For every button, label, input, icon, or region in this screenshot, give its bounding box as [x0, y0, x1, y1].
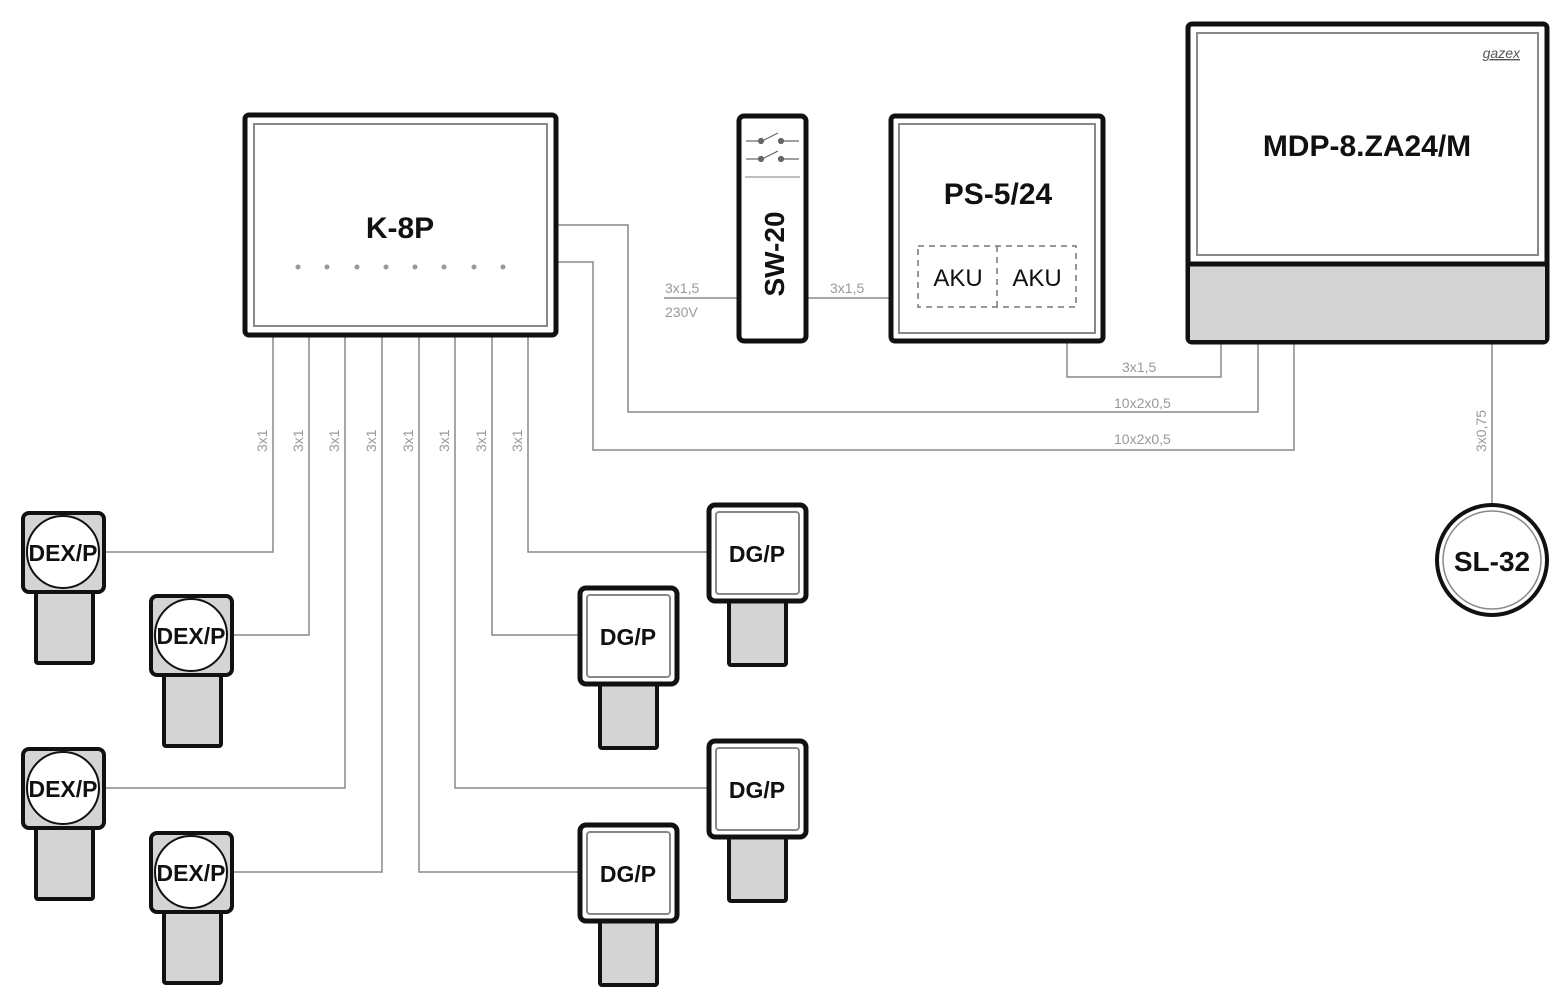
mdp-module: MDP-8.ZA24/M gazex — [1185, 21, 1550, 345]
dg-label: DG/P — [729, 541, 785, 567]
cable-label: 3x1 — [400, 429, 416, 452]
wire-k8p-mdp-a — [556, 224, 1259, 413]
k8p-label: K-8P — [366, 212, 434, 245]
k8p-module: K-8P — [242, 112, 559, 338]
cable-label: 3x1 — [473, 429, 489, 452]
wire-k8p-dg1 — [527, 336, 709, 553]
cable-label: 3x1 — [326, 429, 342, 452]
wire-k8p-mdp-b — [556, 261, 1295, 451]
sl32-signaller: SL-32 — [1435, 503, 1549, 617]
ps524-power-supply: PS-5/24 AKU AKU — [888, 113, 1106, 344]
cable-label-k8p-mdp-b: 10x2x0,5 — [1114, 431, 1171, 447]
cable-label: 3x1 — [254, 429, 270, 452]
wire-k8p-dg4 — [418, 336, 580, 873]
brand-logo: gazex — [1483, 45, 1521, 61]
ps524-label: PS-5/24 — [944, 178, 1053, 211]
k8p-indicator-dots — [295, 264, 506, 270]
sw20-label: SW-20 — [759, 211, 790, 296]
switch-icon — [746, 132, 799, 163]
cable-label-ps-mdp: 3x1,5 — [1122, 359, 1156, 375]
wire-k8p-dex3 — [104, 336, 346, 789]
sensor-dex-4: DEX/P — [149, 831, 234, 985]
wires — [104, 224, 1493, 873]
battery-label-2: AKU — [1012, 265, 1061, 292]
sl32-label: SL-32 — [1454, 546, 1530, 577]
sensor-dex-1: DEX/P — [21, 511, 106, 665]
cable-label-k8p-mdp-a: 10x2x0,5 — [1114, 395, 1171, 411]
cable-label-mains: 3x1,5 — [665, 280, 699, 296]
wire-k8p-dg2 — [491, 336, 580, 636]
dg-label: DG/P — [600, 861, 656, 887]
cable-labels: 3x1 3x1 3x1 3x1 3x1 3x1 3x1 3x1 3x1,5 23… — [254, 280, 1489, 452]
dex-label: DEX/P — [156, 623, 225, 649]
battery-label-1: AKU — [933, 265, 982, 292]
dg-label: DG/P — [729, 777, 785, 803]
cable-label-sw-ps: 3x1,5 — [830, 280, 864, 296]
sensor-dg-1: DG/P — [706, 502, 809, 667]
dex-label: DEX/P — [28, 540, 97, 566]
cable-label: 3x1 — [509, 429, 525, 452]
wire-k8p-dex4 — [232, 336, 383, 873]
wire-k8p-dg3 — [454, 336, 709, 789]
cable-label: 3x1 — [290, 429, 306, 452]
cable-label: 3x1 — [436, 429, 452, 452]
sensor-dex-2: DEX/P — [149, 594, 234, 748]
sensor-dex-3: DEX/P — [21, 747, 106, 901]
cable-label-voltage: 230V — [665, 304, 698, 320]
sw20-switch: SW-20 — [736, 113, 809, 344]
dex-label: DEX/P — [28, 776, 97, 802]
mdp-label: MDP-8.ZA24/M — [1263, 130, 1471, 163]
wire-k8p-dex1 — [104, 336, 274, 553]
cable-label-mdp-sl32: 3x0,75 — [1473, 410, 1489, 452]
sensor-dg-2: DG/P — [577, 585, 680, 750]
wire-k8p-dex2 — [232, 336, 310, 636]
wire-ps-mdp — [1066, 342, 1222, 378]
sensor-dg-3: DG/P — [706, 738, 809, 903]
sensor-dg-4: DG/P — [577, 822, 680, 987]
cable-label: 3x1 — [363, 429, 379, 452]
dg-label: DG/P — [600, 624, 656, 650]
dex-label: DEX/P — [156, 860, 225, 886]
